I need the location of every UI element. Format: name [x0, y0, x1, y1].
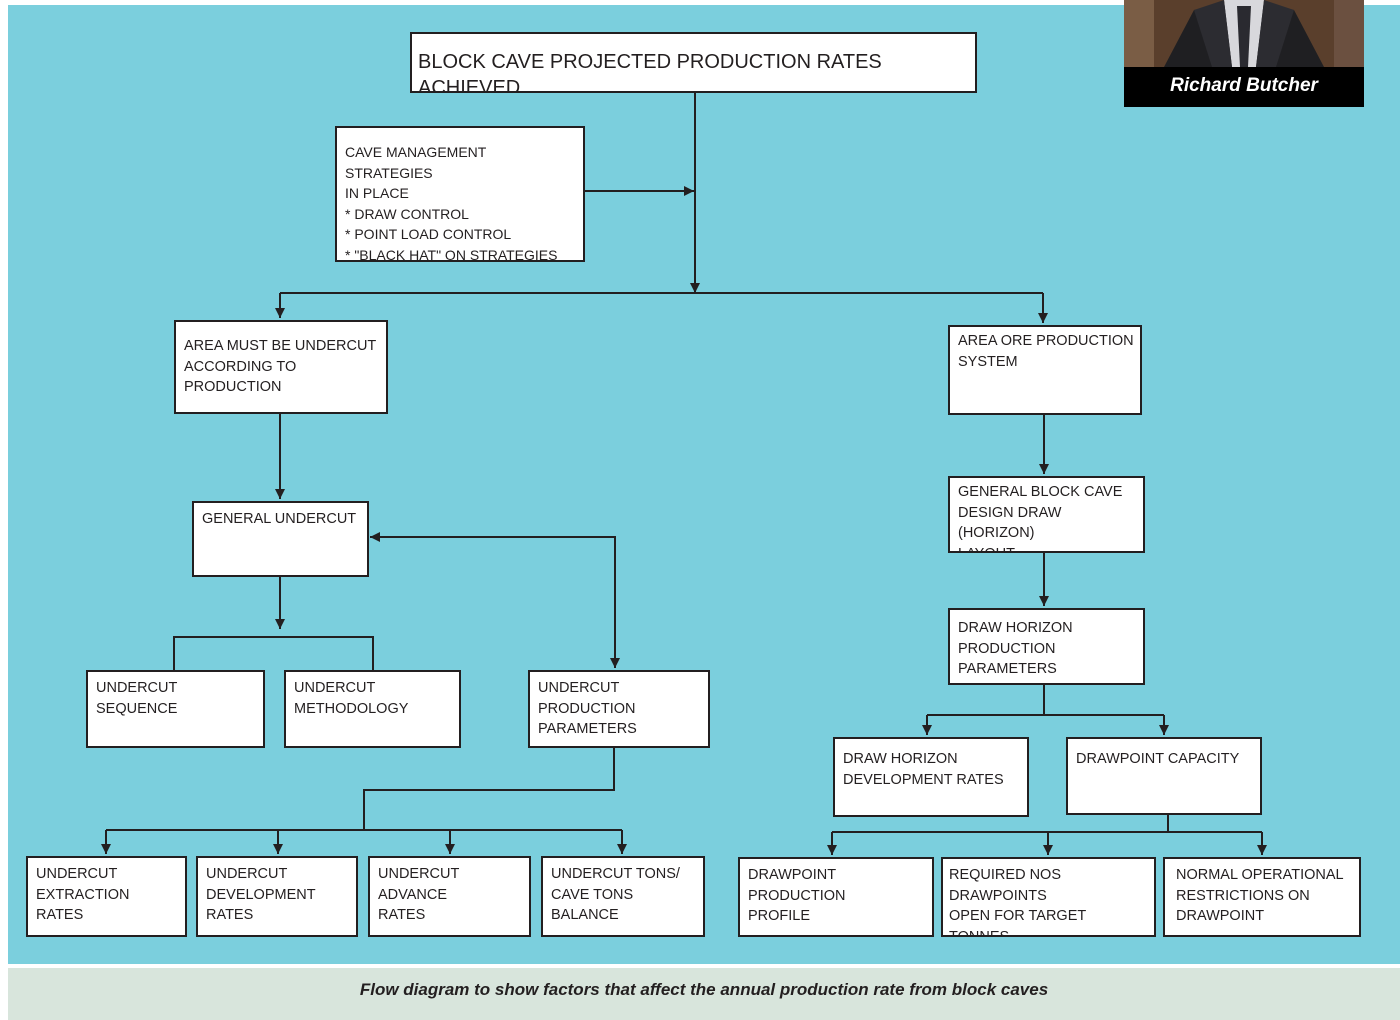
node-required-drawpoints: REQUIRED NOS DRAWPOINTS OPEN FOR TARGET … — [941, 857, 1156, 937]
title-box: BLOCK CAVE PROJECTED PRODUCTION RATES AC… — [410, 32, 977, 93]
portrait-photo — [1124, 0, 1364, 67]
link-sequence-methodology — [173, 636, 374, 670]
caption-bar: Flow diagram to show factors that affect… — [8, 968, 1400, 1020]
figure-caption: Flow diagram to show factors that affect… — [359, 980, 1049, 999]
node-undercut-tons-balance: UNDERCUT TONS/ CAVE TONS BALANCE — [541, 856, 705, 937]
node-undercut-development-rates: UNDERCUT DEVELOPMENT RATES — [196, 856, 358, 937]
author-portrait: Richard Butcher — [1124, 0, 1364, 107]
node-undercut-sequence: UNDERCUT SEQUENCE — [86, 670, 265, 748]
node-draw-horizon-development-rates: DRAW HORIZON DEVELOPMENT RATES — [833, 737, 1029, 817]
node-cave-management-strategies: CAVE MANAGEMENT STRATEGIES IN PLACE * DR… — [335, 126, 585, 262]
node-drawpoint-capacity: DRAWPOINT CAPACITY — [1066, 737, 1262, 815]
node-general-undercut: GENERAL UNDERCUT — [192, 501, 369, 577]
node-undercut-methodology: UNDERCUT METHODOLOGY — [284, 670, 461, 748]
node-normal-operational-restrictions: NORMAL OPERATIONAL RESTRICTIONS ON DRAWP… — [1163, 857, 1361, 937]
undercut-feedback-loop — [370, 532, 616, 668]
node-undercut-advance-rates: UNDERCUT ADVANCE RATES — [368, 856, 531, 937]
node-drawpoint-production-profile: DRAWPOINT PRODUCTION PROFILE — [738, 857, 934, 937]
node-undercut-extraction-rates: UNDERCUT EXTRACTION RATES — [26, 856, 187, 937]
node-area-must-be-undercut: AREA MUST BE UNDERCUT ACCORDING TO PRODU… — [174, 320, 388, 414]
node-general-block-cave-design: GENERAL BLOCK CAVE DESIGN DRAW (HORIZON)… — [948, 476, 1145, 553]
portrait-name: Richard Butcher — [1124, 67, 1364, 107]
node-undercut-production-parameters: UNDERCUT PRODUCTION PARAMETERS — [528, 670, 710, 748]
params-feed-line — [363, 748, 615, 830]
node-draw-horizon-production-parameters: DRAW HORIZON PRODUCTION PARAMETERS — [948, 608, 1145, 685]
node-area-ore-production-system: AREA ORE PRODUCTION SYSTEM — [948, 325, 1142, 415]
